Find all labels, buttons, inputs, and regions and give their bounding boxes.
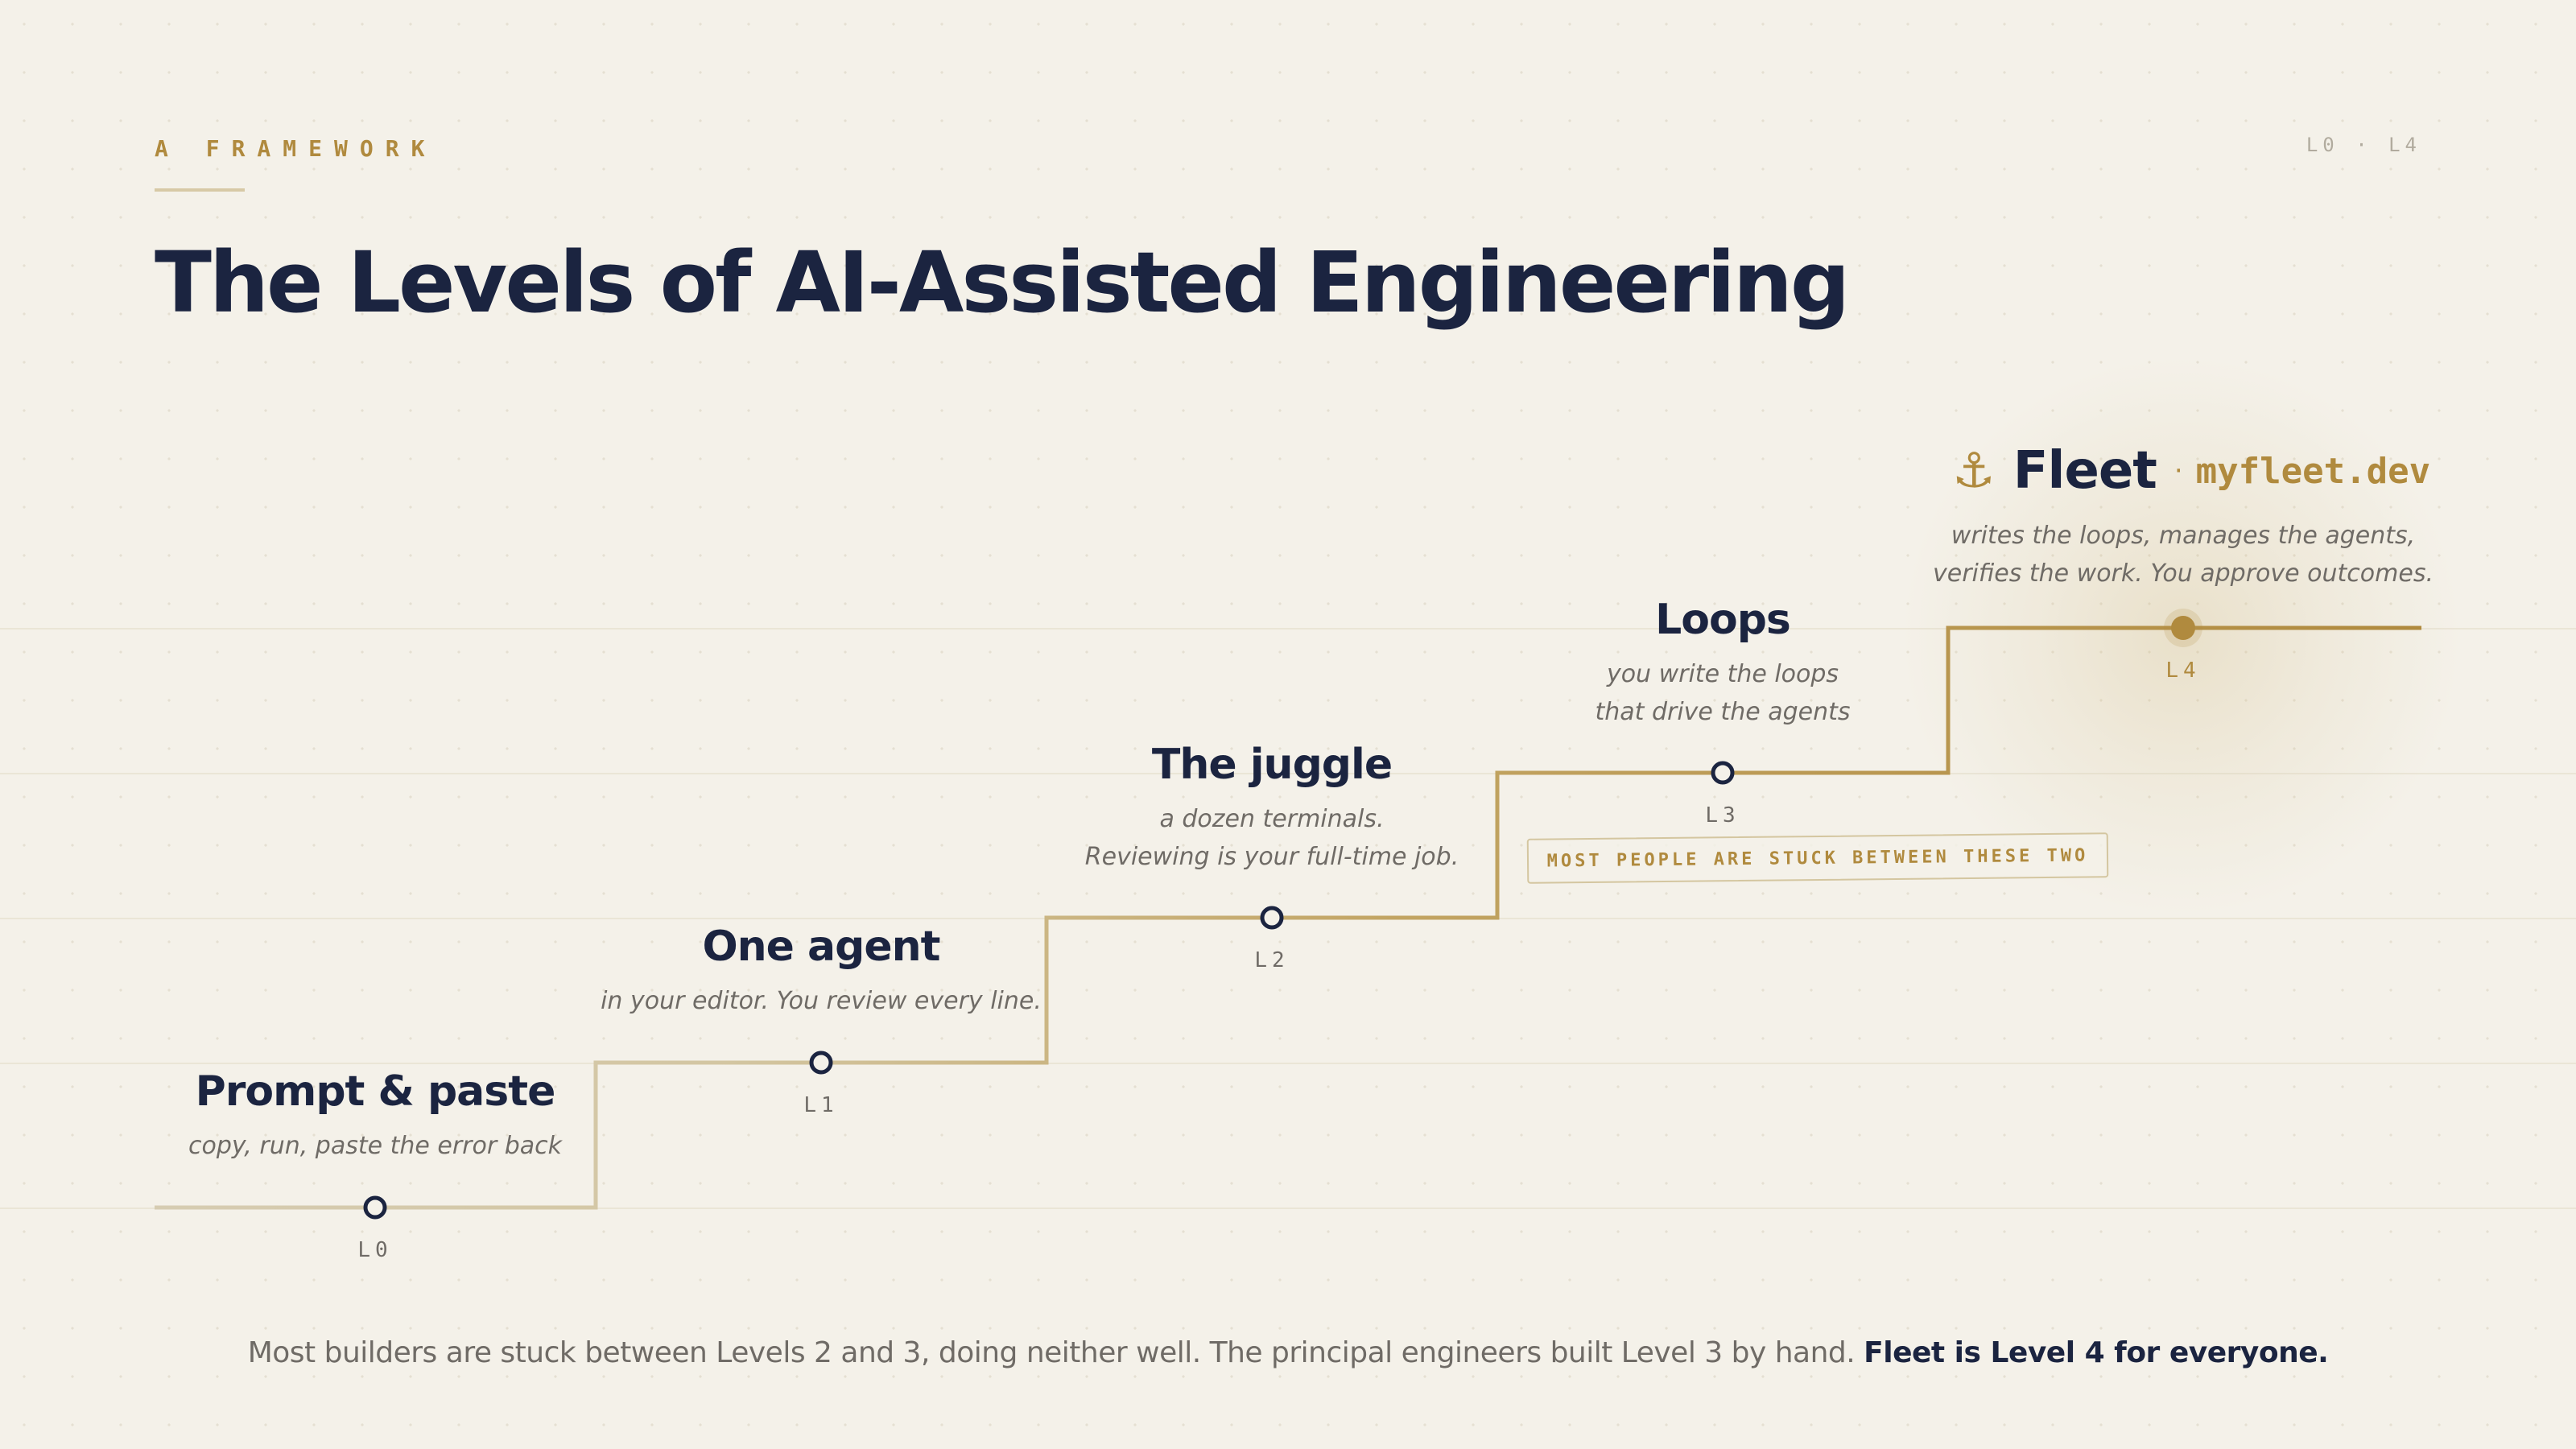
level-3-desc-line: you write the loops	[1606, 660, 1839, 688]
level-2-title: The juggle	[1151, 741, 1393, 789]
footer-statement: Most builders are stuck between Levels 2…	[248, 1336, 2329, 1369]
level-3: Loops you write the loops that drive the…	[1596, 596, 1851, 731]
level-3-code: L3	[1705, 803, 1740, 828]
level-0: Prompt & paste copy, run, paste the erro…	[188, 1067, 562, 1165]
level-3-desc: you write the loops that drive the agent…	[1596, 655, 1851, 731]
stuck-callout: MOST PEOPLE ARE STUCK BETWEEN THESE TWO	[1526, 832, 2109, 884]
grid-line	[0, 1063, 2576, 1064]
level-4-desc-line: writes the loops, manages the agents,	[1951, 522, 2416, 550]
level-0-code: L0	[357, 1238, 393, 1262]
anchor-icon: ⚓	[1952, 443, 1996, 499]
fleet-separator: ·	[2174, 455, 2183, 487]
level-node-l3	[1711, 761, 1735, 785]
level-2: The juggle a dozen terminals. Reviewing …	[1085, 741, 1459, 876]
level-node-l1	[809, 1051, 833, 1075]
footer-text: Most builders are stuck between Levels 2…	[247, 1336, 1864, 1369]
page-title: The Levels of AI-Assisted Engineering	[155, 233, 1850, 332]
level-1-code: L1	[803, 1093, 839, 1117]
grid-line	[0, 1208, 2576, 1209]
level-3-desc-line: that drive the agents	[1595, 698, 1851, 726]
level-4-desc-line: verifies the work. You approve outcomes.	[1933, 559, 2434, 588]
level-range-label: L0 · L4	[2306, 134, 2421, 156]
level-3-title: Loops	[1655, 596, 1791, 644]
level-2-desc-line: a dozen terminals.	[1159, 805, 1385, 833]
level-4-desc: writes the loops, manages the agents, ve…	[1933, 517, 2434, 592]
eyebrow-label: A FRAMEWORK	[155, 135, 437, 162]
level-4-code: L4	[2165, 658, 2201, 683]
level-2-desc: a dozen terminals. Reviewing is your ful…	[1085, 800, 1459, 876]
level-node-l2	[1260, 906, 1284, 930]
grid-line	[0, 773, 2576, 774]
footer-emphasis: Fleet is Level 4 for everyone.	[1864, 1336, 2329, 1369]
fleet-title: Fleet	[2013, 441, 2157, 501]
level-1-title: One agent	[702, 923, 940, 971]
level-2-code: L2	[1254, 948, 1290, 972]
level-node-l4	[2171, 616, 2195, 640]
level-0-desc-line: copy, run, paste the error back	[188, 1132, 563, 1160]
grid-line	[0, 628, 2576, 630]
fleet-heading: ⚓ Fleet · myfleet.dev	[1952, 441, 2430, 501]
level-2-desc-line: Reviewing is your full-time job.	[1084, 843, 1459, 871]
level-node-l0	[363, 1195, 387, 1220]
level-0-desc: copy, run, paste the error back	[188, 1127, 562, 1165]
level-1: One agent in your editor. You review eve…	[601, 923, 1042, 1020]
level-1-desc: in your editor. You review every line.	[601, 982, 1042, 1020]
level-1-desc-line: in your editor. You review every line.	[601, 987, 1042, 1015]
eyebrow-rule	[155, 188, 245, 192]
fleet-url[interactable]: myfleet.dev	[2195, 450, 2431, 492]
level-0-title: Prompt & paste	[195, 1067, 556, 1116]
